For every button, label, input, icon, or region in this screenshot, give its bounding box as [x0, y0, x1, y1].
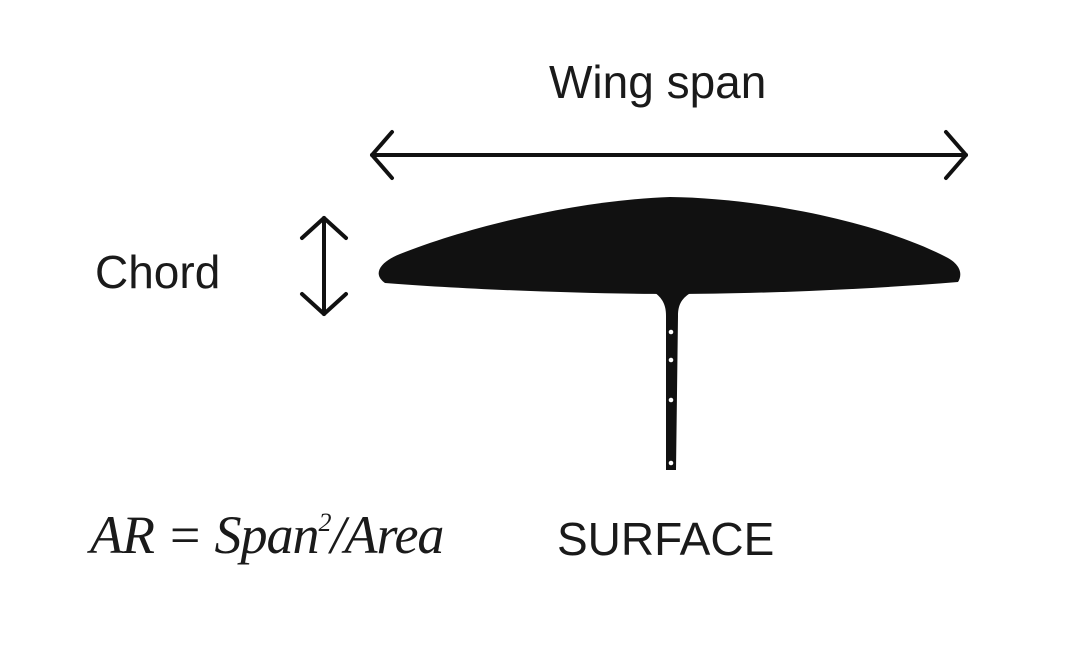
mast-holes [668, 329, 674, 466]
formula-equals: = [166, 505, 202, 565]
chord-label: Chord [95, 246, 221, 298]
mast-shape [654, 292, 692, 470]
formula-lhs: AR [90, 505, 155, 565]
formula-exponent: 2 [318, 508, 331, 537]
formula-span: Span [214, 505, 319, 565]
wing-shape [378, 197, 961, 294]
surface-label: SURFACE [557, 513, 775, 565]
wingspan-arrow [370, 130, 968, 180]
formula-area: Area [344, 505, 444, 565]
wing-span-label: Wing span [549, 56, 767, 108]
chord-arrow [300, 216, 348, 316]
formula-divider: / [330, 505, 345, 565]
foil-silhouette [378, 197, 961, 470]
aspect-ratio-formula: AR = Span2/Area [90, 505, 444, 565]
